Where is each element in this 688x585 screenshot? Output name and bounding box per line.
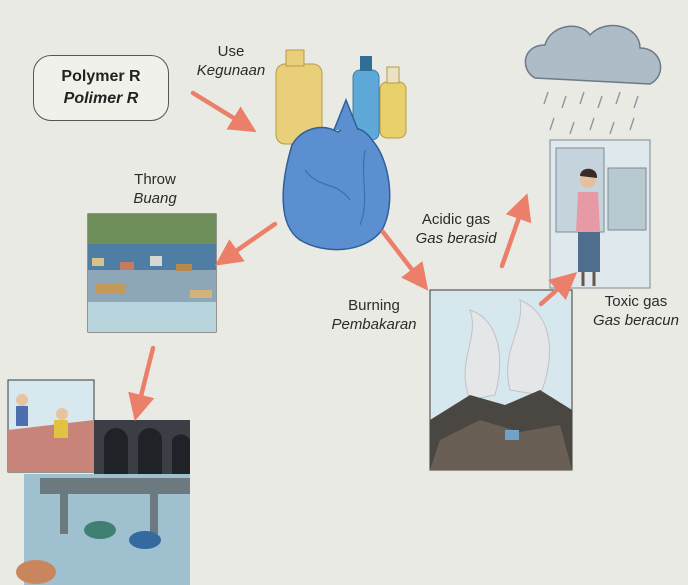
- arrow-to-flood: [138, 348, 153, 408]
- acid-rain-cloud-icon: [525, 26, 660, 134]
- toxic-gas-label: Toxic gas Gas beracun: [586, 292, 686, 330]
- use-label: Use Kegunaan: [183, 42, 279, 80]
- burning-label: Burning Pembakaran: [318, 296, 430, 334]
- polymer-r-translation: Polimer R: [34, 88, 168, 110]
- polymer-r-title: Polymer R: [34, 66, 168, 88]
- acidic-gas-label: Acidic gas Gas berasid: [406, 210, 506, 248]
- polymer-r-box: Polymer R Polimer R: [33, 55, 169, 121]
- river-rubbish-icon: [88, 214, 216, 332]
- arrow-use: [193, 93, 245, 125]
- coughing-woman-icon: [550, 140, 650, 288]
- burning-dump-icon: [430, 290, 572, 470]
- throw-label: Throw Buang: [110, 170, 200, 208]
- arrow-throw: [226, 224, 275, 258]
- flood-scene-icon: [8, 380, 190, 585]
